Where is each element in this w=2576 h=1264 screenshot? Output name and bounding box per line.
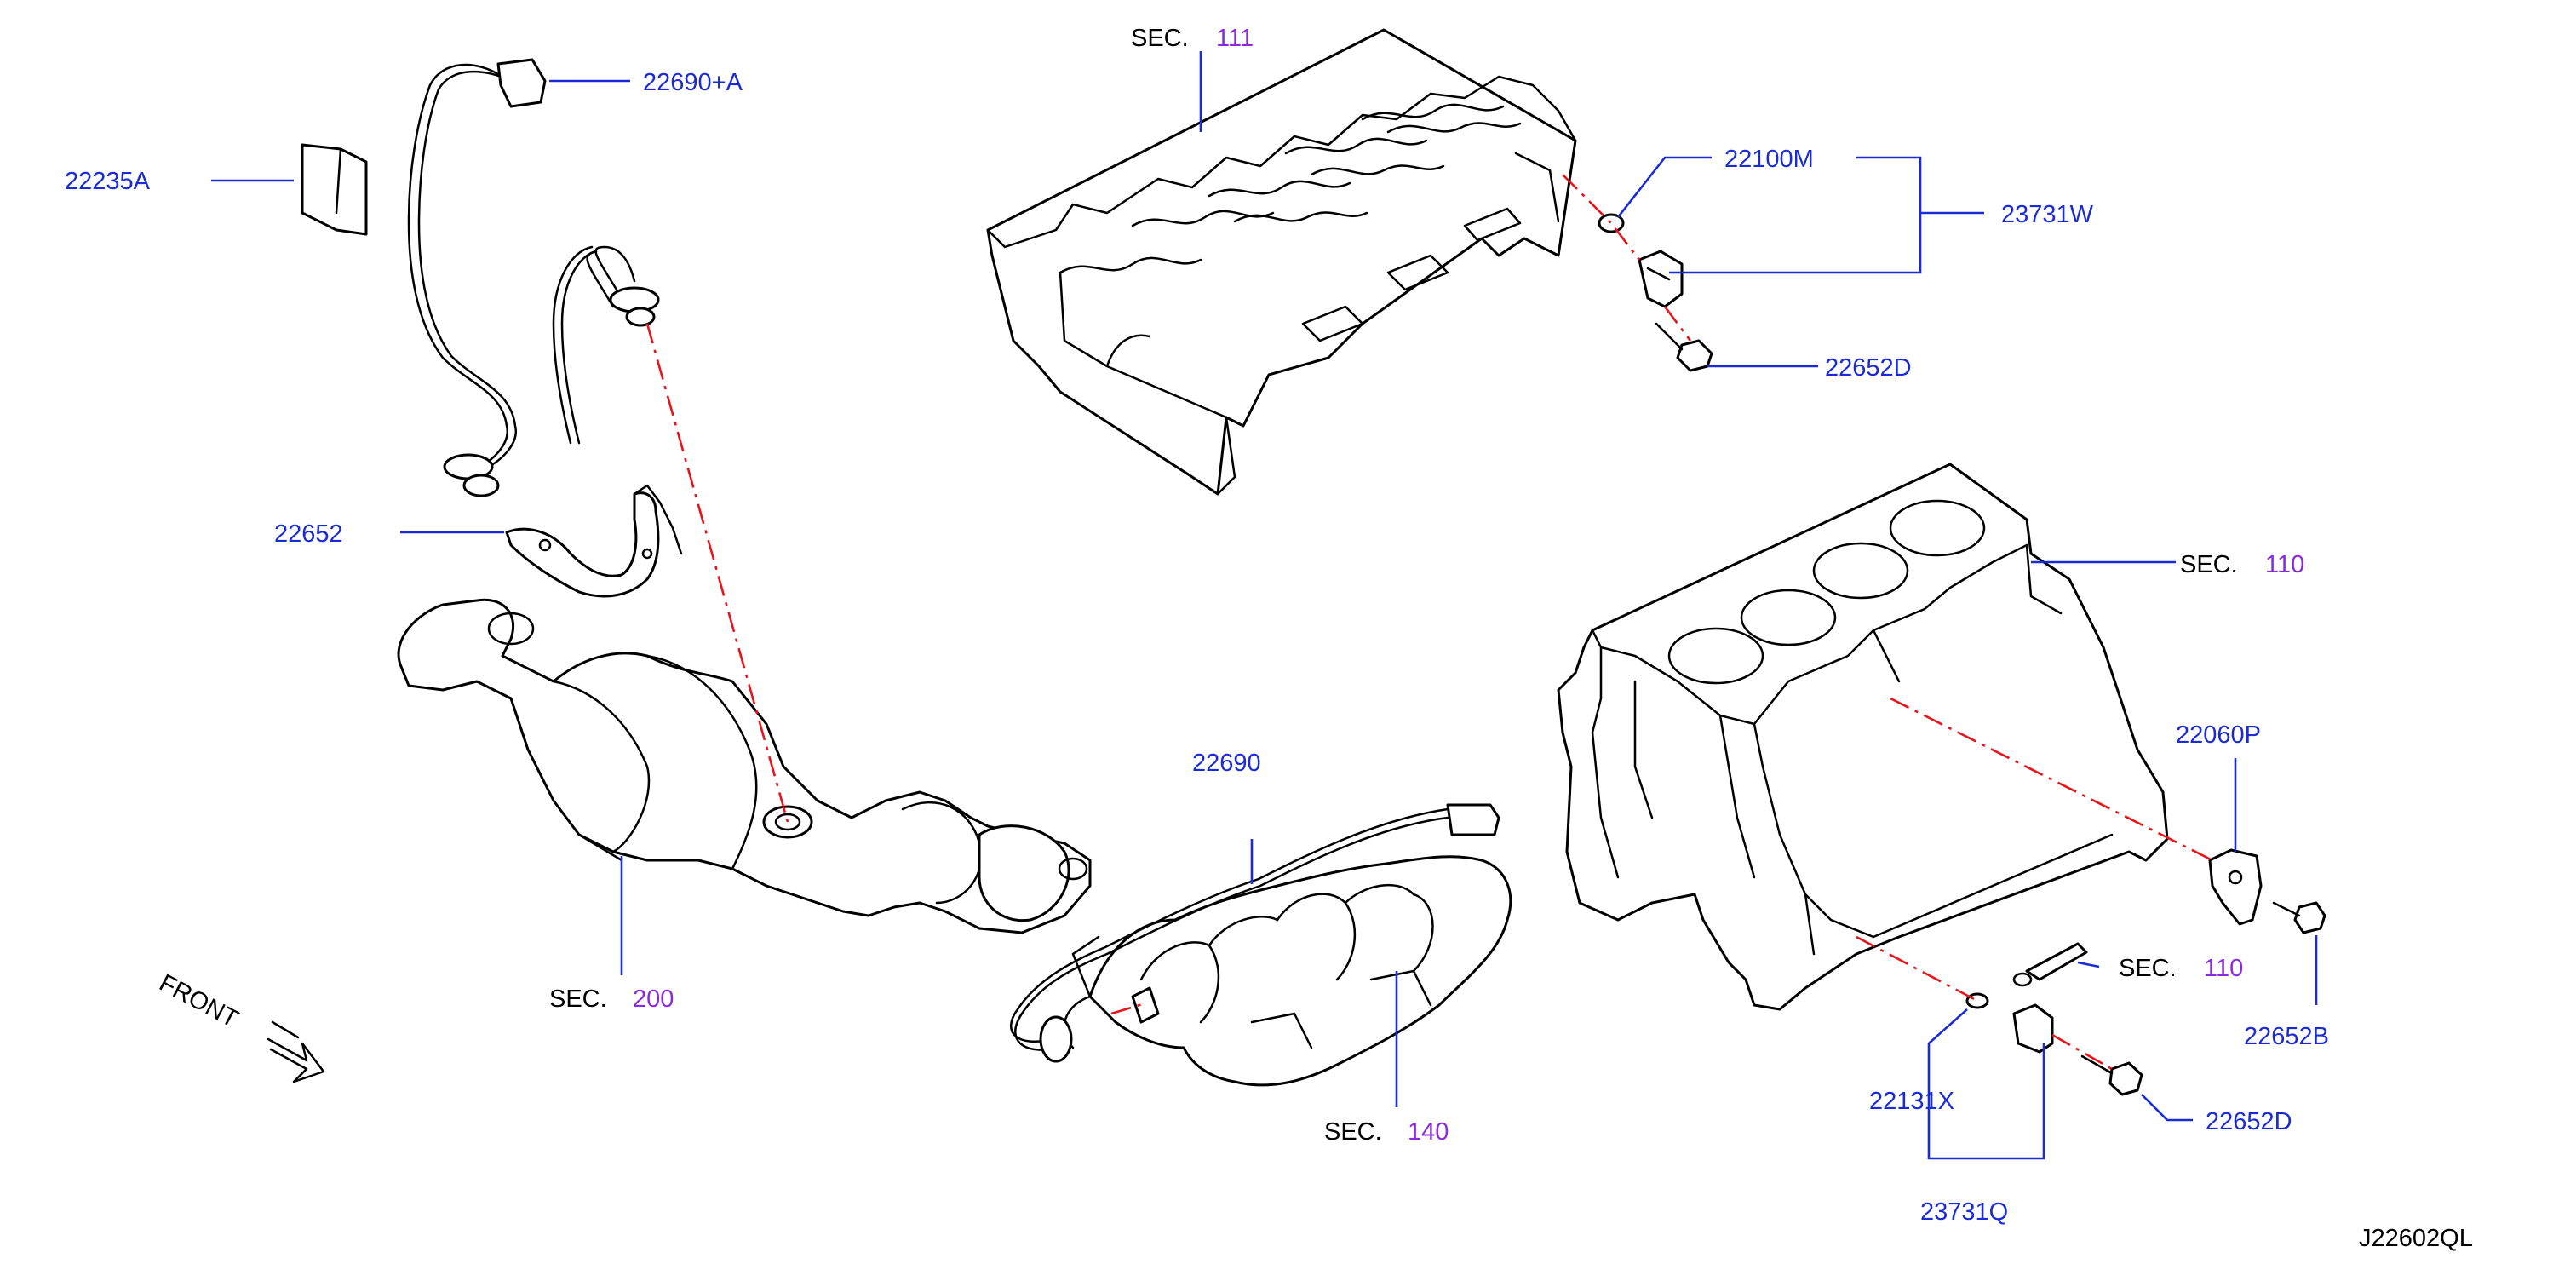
sec-200-ref[interactable]: SEC. 200 — [549, 985, 674, 1013]
downstream-o2-sensor-illustration — [1009, 803, 1500, 1063]
sec-110-sensor-word: SEC. — [2119, 955, 2177, 982]
label-22690A: 22690+A — [643, 69, 743, 96]
sec-140-word: SEC. — [1324, 1118, 1382, 1146]
exhaust-manifold-illustration — [1063, 855, 1512, 1087]
knock-sensor-illustration — [2208, 848, 2326, 934]
front-arrow-icon — [267, 1020, 325, 1083]
label-23731Q: 23731Q — [1920, 1198, 2008, 1226]
sec-200-number: 200 — [633, 985, 674, 1013]
sec-111-ref[interactable]: SEC. 111 — [1131, 25, 1254, 52]
sec-111-word: SEC. — [1131, 25, 1189, 52]
crankshaft-position-sensor-illustration — [1965, 942, 2143, 1096]
label-22652: 22652 — [274, 520, 343, 548]
sec-110-block-word: SEC. — [2180, 551, 2238, 578]
catalytic-converter-illustration — [397, 598, 1092, 934]
camshaft-position-sensor-illustration — [1598, 213, 1713, 372]
label-22652B: 22652B — [2244, 1023, 2329, 1050]
label-22652D-top: 22652D — [1825, 354, 1912, 382]
heat-shield-bracket-illustration — [505, 484, 683, 598]
cylinder-block-illustration — [1557, 463, 2169, 1011]
sec-200-word: SEC. — [549, 985, 607, 1013]
sec-140-ref[interactable]: SEC. 140 — [1324, 1118, 1449, 1146]
sec-111-number: 111 — [1216, 25, 1254, 52]
label-22690: 22690 — [1192, 750, 1261, 777]
section-references: SEC. 111 SEC. 110 SEC. 110 SEC. 200 SEC.… — [549, 25, 2304, 1146]
harness-clip-22235A-illustration — [301, 143, 368, 236]
sec-110-block-number: 110 — [2265, 551, 2304, 578]
sec-110-sensor-ref[interactable]: SEC. 110 — [2119, 955, 2243, 982]
part-number-labels: 22690+A 22235A 22652 22100M 23731W 22652… — [65, 69, 2329, 1226]
sec-140-number: 140 — [1408, 1118, 1449, 1146]
upstream-o2-sensor-illustration — [407, 58, 660, 497]
sec-110-block-ref[interactable]: SEC. 110 — [2180, 551, 2304, 578]
installation-centerlines — [645, 174, 2213, 1071]
label-22100M: 22100M — [1724, 146, 1814, 173]
cylinder-head-illustration — [986, 28, 1577, 496]
label-22235A: 22235A — [65, 168, 151, 195]
label-22131X: 22131X — [1869, 1088, 1954, 1115]
sec-110-sensor-number: 110 — [2204, 955, 2243, 982]
front-label: FRONT — [155, 969, 243, 1033]
leader-lines — [211, 51, 2318, 1160]
drawing-id: J22602QL — [2359, 1225, 2473, 1252]
front-direction-indicator: FRONT — [155, 969, 325, 1083]
label-22060P: 22060P — [2176, 721, 2261, 749]
label-22652D-bottom: 22652D — [2206, 1108, 2292, 1135]
label-23731W: 23731W — [2001, 201, 2094, 228]
